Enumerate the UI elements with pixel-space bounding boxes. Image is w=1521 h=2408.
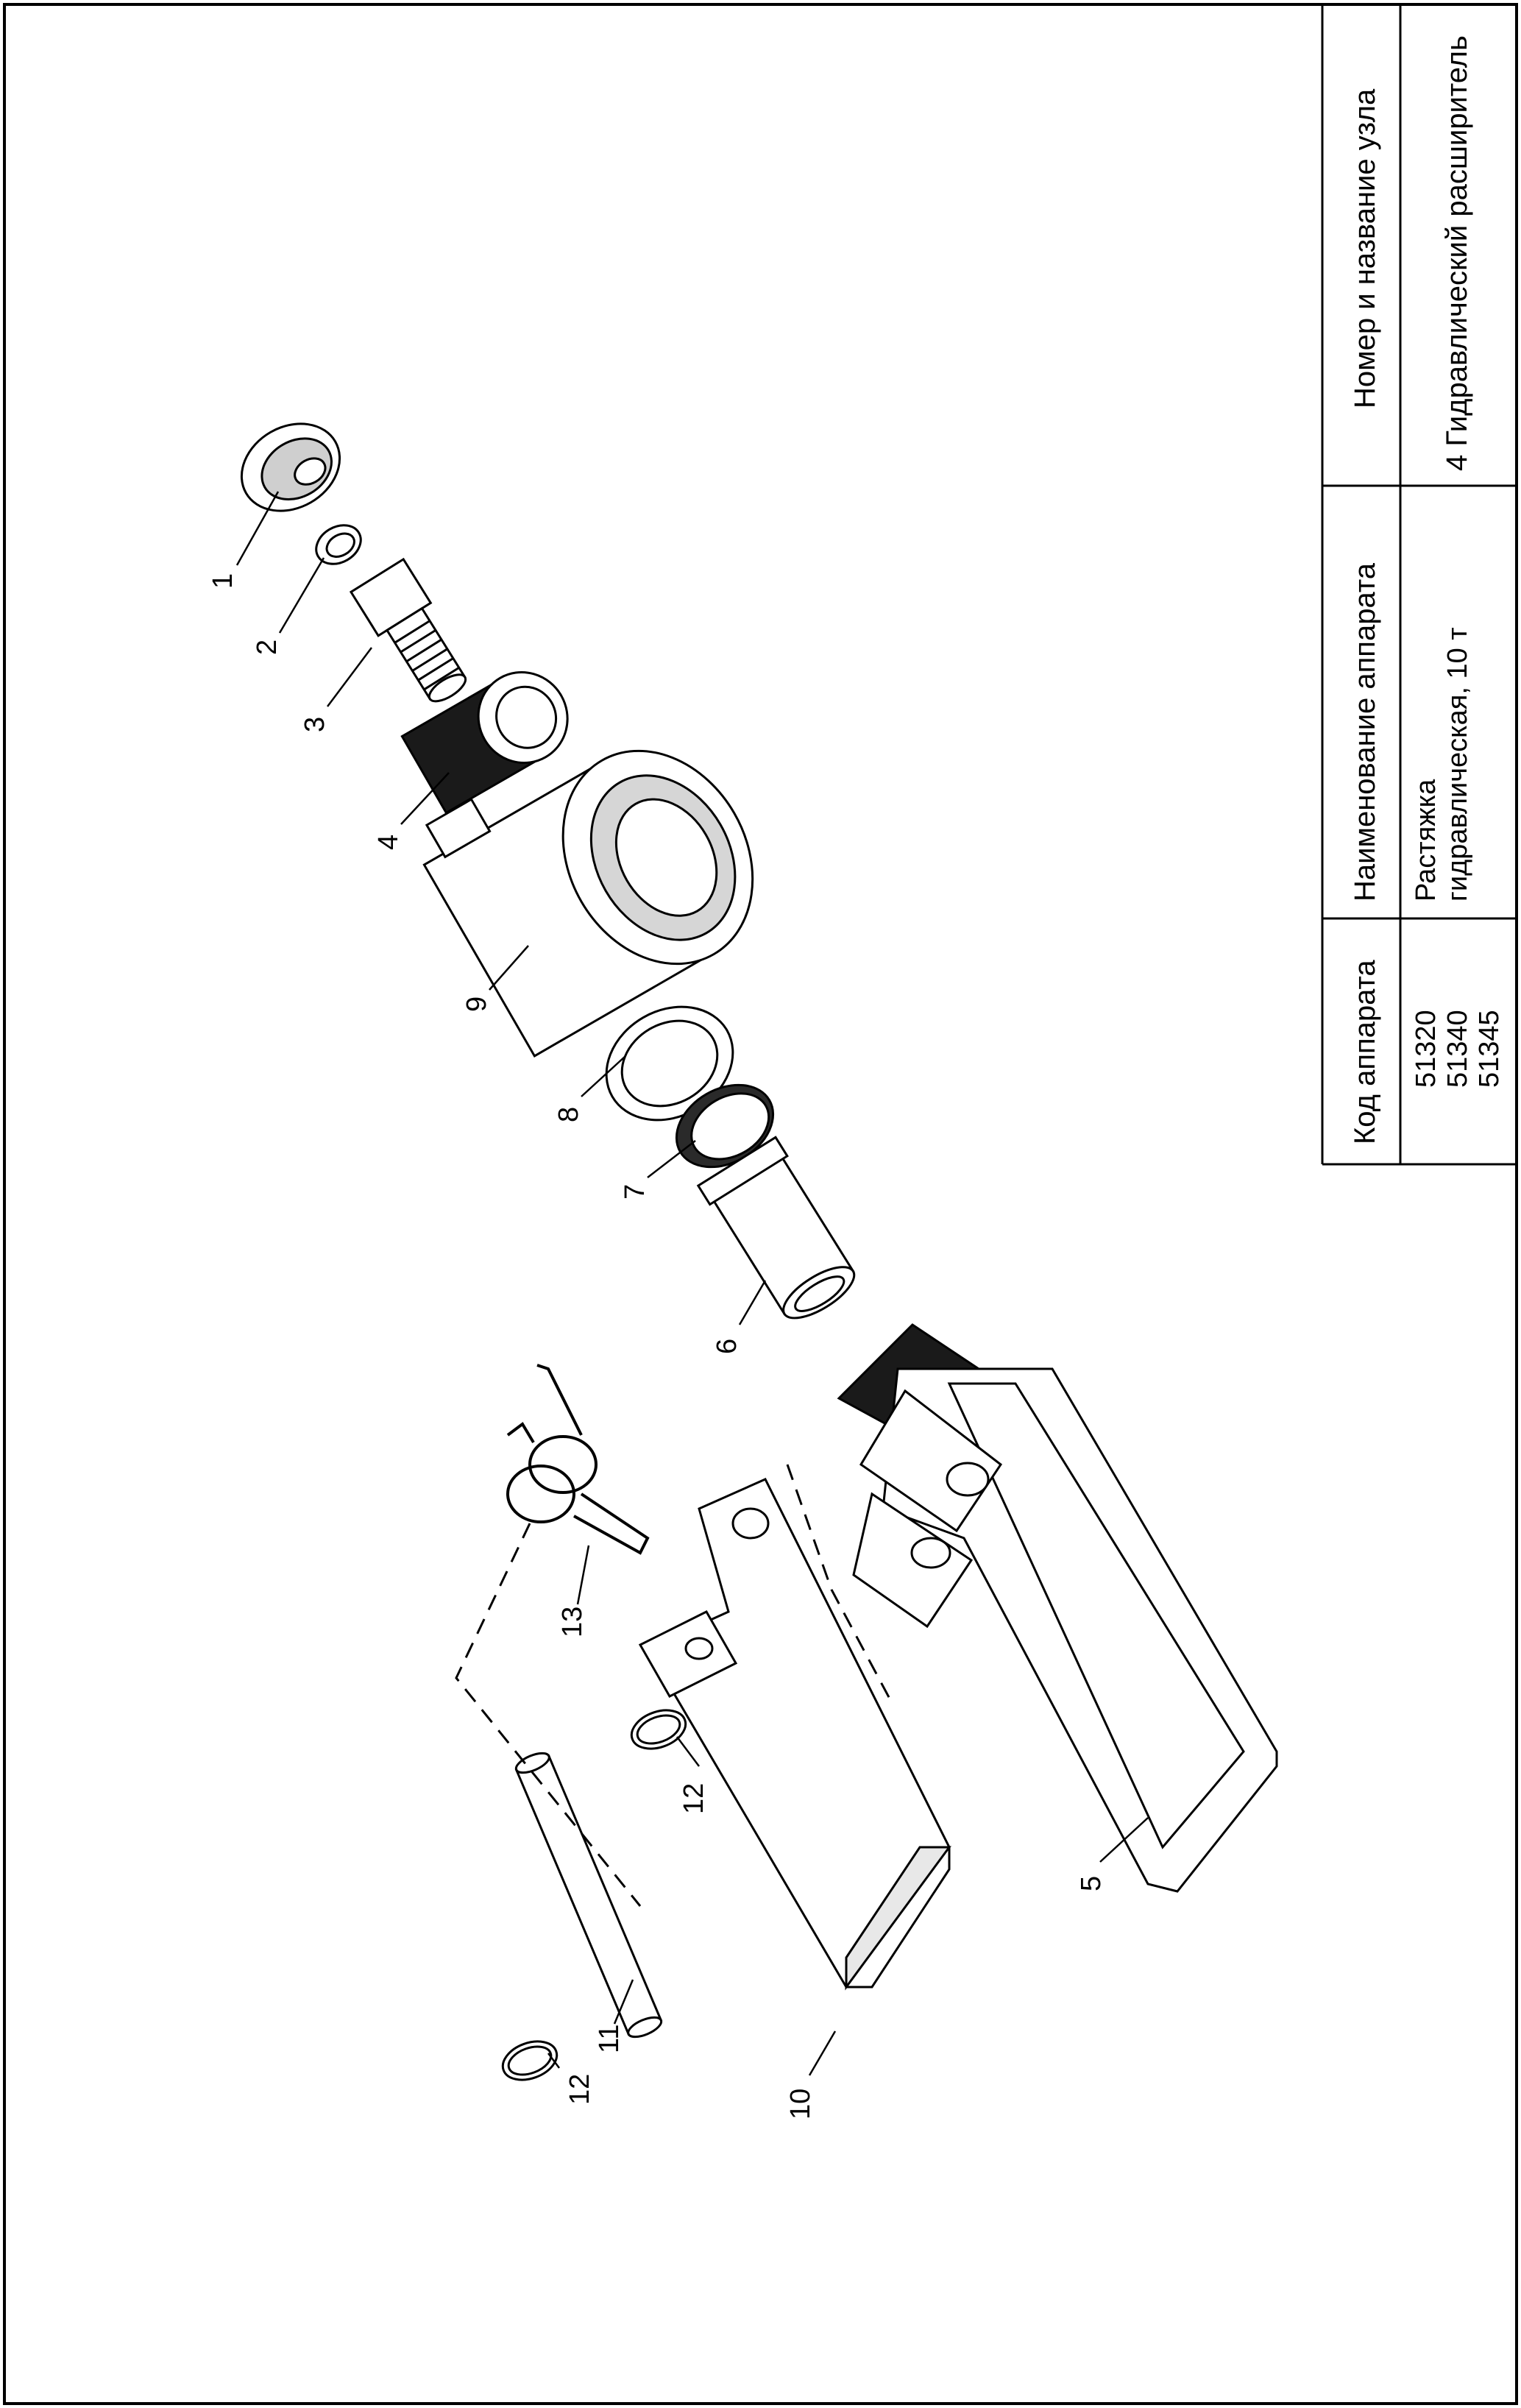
sheet-border [3, 3, 1518, 2405]
callout-5: 5 [1076, 1876, 1107, 1891]
part-7-seal [675, 1083, 775, 1169]
table-text: Код аппарата Наименование аппарата Номер… [1349, 35, 1505, 1144]
callout-12b: 12 [564, 2074, 595, 2105]
device-name-line-1: Растяжка [1411, 779, 1442, 902]
callout-13: 13 [557, 1607, 588, 1637]
code-1: 51320 [1411, 1010, 1442, 1088]
part-12-ring-b [501, 2040, 559, 2081]
callout-8: 8 [553, 1107, 584, 1122]
callout-7: 7 [620, 1184, 650, 1200]
callout-10: 10 [785, 2089, 816, 2120]
exploded-view [240, 422, 1278, 2081]
callout-6: 6 [712, 1339, 742, 1354]
header-code: Код аппарата [1349, 960, 1381, 1144]
callout-labels: 1 2 3 4 9 8 7 6 13 12 11 12 10 5 [208, 573, 1107, 2120]
title-block [1321, 6, 1517, 1166]
callout-3: 3 [299, 717, 330, 732]
header-unit: Номер и название узла [1349, 88, 1381, 408]
unit-name: 4 Гидравлический расширитель [1441, 35, 1473, 471]
code-3: 51345 [1474, 1010, 1505, 1088]
assembly-lines [455, 1464, 892, 1907]
part-13-spring [506, 1364, 650, 1555]
part-5-jaw [837, 1323, 1278, 1893]
part-3-fitting [349, 557, 467, 703]
callout-11: 11 [594, 2025, 625, 2053]
callout-1: 1 [208, 573, 238, 589]
part-6-piston [696, 1136, 856, 1320]
callout-12a: 12 [678, 1783, 709, 1814]
callout-9: 9 [461, 996, 492, 1012]
code-2: 51340 [1442, 1010, 1473, 1088]
part-4-threaded-ring [400, 670, 569, 815]
part-1-plug [240, 422, 341, 512]
callout-2: 2 [252, 640, 283, 655]
part-11-pin [514, 1752, 663, 2039]
callout-4: 4 [373, 835, 404, 850]
part-10-jaw-plate [638, 1478, 951, 1991]
device-name-line-2: гидравлическая, 10 т [1442, 627, 1473, 902]
part-12-ring-a [630, 1709, 687, 1750]
part-8-washer [605, 1005, 734, 1122]
leader-lines [235, 491, 1149, 2076]
part-2-ring [315, 524, 362, 565]
header-name: Наименование аппарата [1349, 562, 1381, 902]
